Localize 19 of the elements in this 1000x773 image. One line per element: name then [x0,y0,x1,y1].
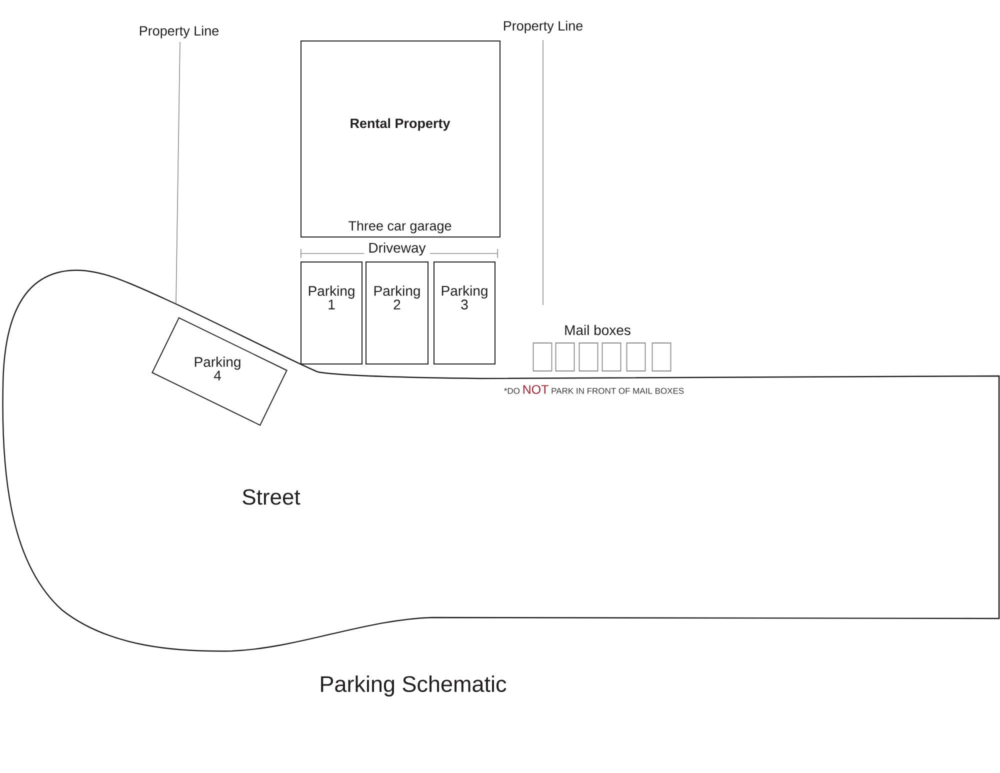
parking-space: Parking 3 [434,262,496,364]
mailbox [578,342,598,372]
group-label: Mail boxes [565,324,630,336]
parking-space: Parking 2 [366,262,428,364]
warning-note: *DO NOT PARK IN FRONT OF MAIL BOXES [504,385,684,394]
dimension-label: Driveway [364,241,430,257]
mailbox [602,342,622,372]
parking-space: Parking 1 [300,262,362,364]
caption: Parking Schematic [321,676,506,696]
mailbox [626,342,646,372]
mailbox [652,342,672,372]
building-box [300,40,500,238]
building-label: Rental Property [350,118,450,131]
mailbox [532,342,552,372]
line-label: Property Line [504,20,583,34]
parking-space: Parking 4 [152,317,288,426]
line-label: Property Line [140,26,219,38]
garage-label: Three car garage [348,220,452,234]
mailbox [555,342,575,372]
